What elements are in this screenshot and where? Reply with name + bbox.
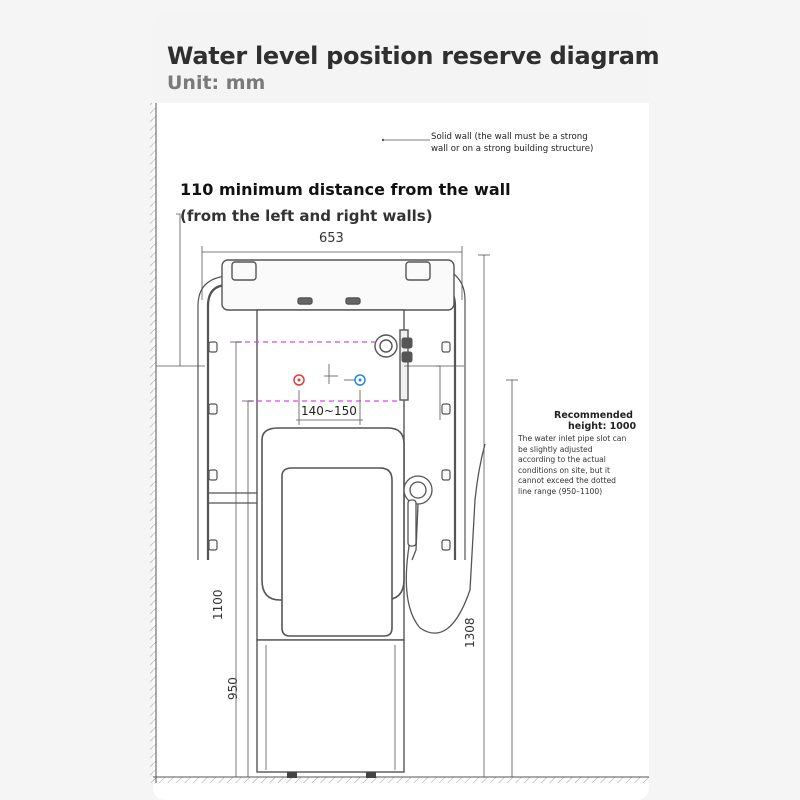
note-line: according to the actual — [518, 455, 606, 465]
wall-note-line2: wall or on a strong building structure) — [431, 144, 594, 154]
height-1100-label: 1100 — [211, 589, 225, 620]
min-distance-sublabel: (from the left and right walls) — [180, 207, 433, 225]
page-title: Water level position reserve diagram — [167, 42, 660, 70]
height-950-label: 950 — [226, 677, 240, 700]
wall-distance-bracket — [156, 213, 205, 367]
header-band — [153, 11, 649, 103]
note-line: be slightly adjusted — [518, 444, 593, 454]
feet — [287, 772, 376, 778]
height-1308-label: 1308 — [463, 617, 477, 648]
recommended-title-line1: Recommended — [554, 410, 633, 421]
pipe-spacing-label: 140~150 — [301, 404, 357, 418]
note-line: cannot exceed the dotted — [518, 476, 616, 486]
slot-range-lines — [236, 341, 400, 402]
wall-note-line1: Solid wall (the wall must be a strong — [431, 132, 588, 142]
width-dimension-label: 653 — [319, 231, 344, 246]
left-wall — [150, 103, 157, 783]
height-dimension-lines — [230, 254, 518, 778]
control-knob — [374, 334, 413, 363]
unit-label: Unit: mm — [167, 72, 266, 94]
recommended-title-line2: height: 1000 — [568, 421, 637, 432]
floor — [153, 776, 649, 783]
min-distance-label: 110 minimum distance from the wall — [180, 180, 511, 199]
note-line: line range (950–1100) — [518, 486, 603, 496]
note-line: conditions on site, but it — [518, 465, 611, 475]
headrest — [221, 259, 455, 311]
note-line: The water inlet pipe slot can — [518, 434, 627, 443]
pipe-spacing-dimension — [296, 390, 363, 425]
recommendation-note: The water inlet pipe slot can be slightl… — [518, 434, 626, 498]
shower-head — [403, 443, 486, 634]
basin — [261, 427, 405, 637]
hot-water-inlet-icon — [293, 374, 305, 386]
width-dimension-line — [201, 246, 463, 300]
